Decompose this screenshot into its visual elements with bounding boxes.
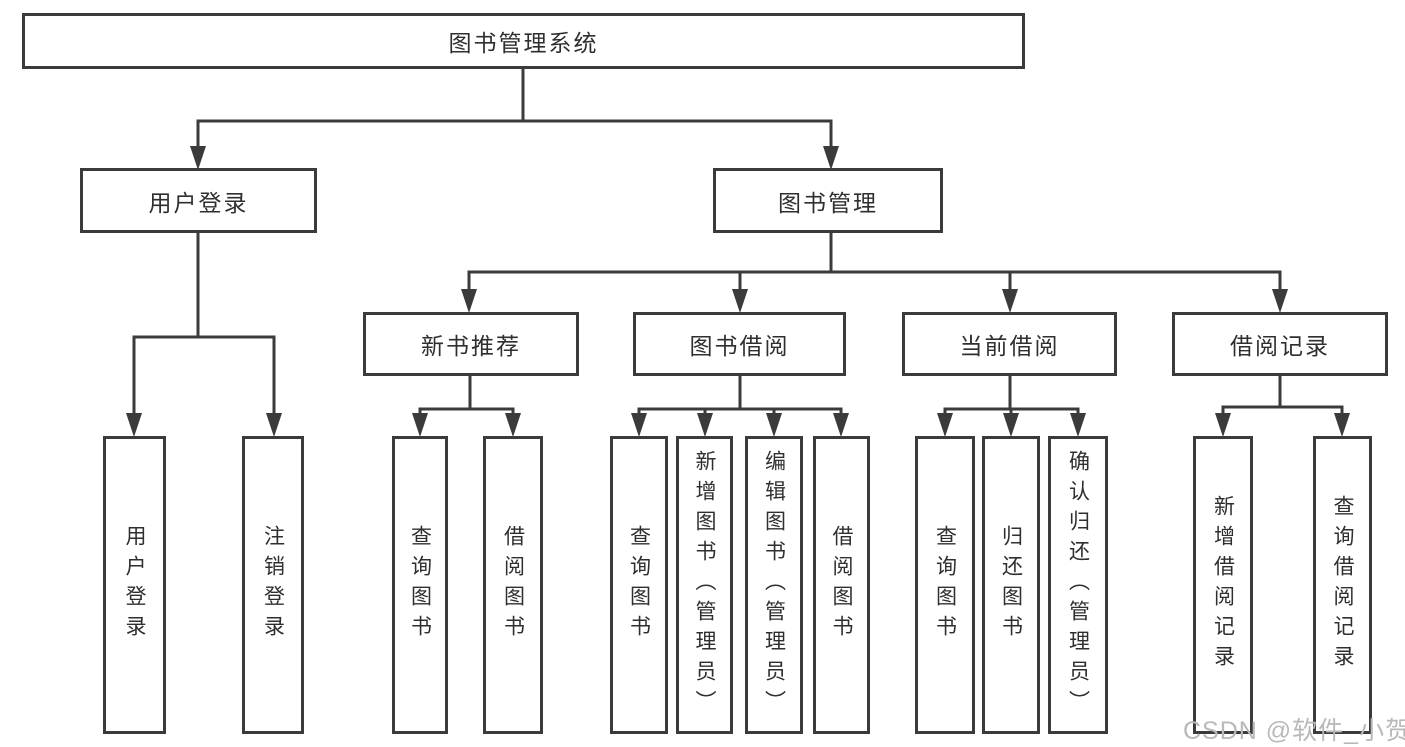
leaf-borrowing-borrow-books: 借阅图书 — [813, 436, 870, 734]
node-user-login: 用户登录 — [80, 168, 317, 233]
node-borrow-records: 借阅记录 — [1172, 312, 1388, 376]
node-current-borrowing: 当前借阅 — [902, 312, 1117, 376]
node-current-borrowing-label: 当前借阅 — [959, 333, 1060, 359]
node-library-system: 图书管理系统 — [22, 13, 1025, 69]
leaf-recommend-borrow-books: 借阅图书 — [483, 436, 543, 734]
arrowheads — [126, 146, 1350, 437]
node-library-system-label: 图书管理系统 — [448, 30, 599, 56]
leaf-borrowing-edit-books-admin-label: 编辑图书（管理员） — [762, 450, 786, 720]
leaf-logout-login: 注销登录 — [242, 436, 304, 734]
leaf-borrowing-query-books: 查询图书 — [610, 436, 668, 734]
node-borrow-records-label: 借阅记录 — [1230, 333, 1330, 359]
leaf-records-add-borrow-record-label: 新增借阅记录 — [1211, 495, 1235, 675]
node-book-borrowing: 图书借阅 — [633, 312, 846, 376]
leaf-borrowing-borrow-books-label: 借阅图书 — [830, 525, 853, 645]
connector-paths — [132, 67, 1344, 418]
leaf-current-query-books-label: 查询图书 — [933, 525, 957, 645]
leaf-current-confirm-return-admin: 确认归还（管理员） — [1048, 436, 1108, 734]
leaf-logout-login-label: 注销登录 — [261, 525, 285, 645]
leaf-borrowing-edit-books-admin: 编辑图书（管理员） — [745, 436, 803, 734]
leaf-records-query-borrow-record-label: 查询借阅记录 — [1331, 495, 1354, 675]
leaf-borrowing-query-books-label: 查询图书 — [627, 525, 651, 645]
leaf-current-query-books: 查询图书 — [915, 436, 975, 734]
leaf-current-confirm-return-admin-label: 确认归还（管理员） — [1066, 450, 1090, 720]
node-user-login-label: 用户登录 — [148, 189, 249, 216]
leaf-current-return-books: 归还图书 — [982, 436, 1040, 734]
watermark: CSDN @软件_小贺同学 — [1183, 717, 1405, 745]
leaf-current-return-books-label: 归还图书 — [999, 525, 1023, 645]
node-new-book-recommend: 新书推荐 — [363, 312, 579, 376]
node-book-management-label: 图书管理 — [778, 189, 878, 216]
leaf-user-login: 用户登录 — [103, 436, 166, 734]
leaf-borrowing-add-books-admin-label: 新增图书（管理员） — [693, 450, 716, 720]
leaf-user-login-label: 用户登录 — [123, 525, 146, 645]
leaf-records-add-borrow-record: 新增借阅记录 — [1193, 436, 1253, 734]
leaf-borrowing-add-books-admin: 新增图书（管理员） — [676, 436, 733, 734]
node-book-management: 图书管理 — [713, 168, 943, 233]
leaf-records-query-borrow-record: 查询借阅记录 — [1313, 436, 1372, 734]
node-book-borrowing-label: 图书借阅 — [689, 333, 790, 359]
leaf-recommend-query-books: 查询图书 — [392, 436, 448, 734]
node-new-book-recommend-label: 新书推荐 — [421, 333, 521, 359]
leaf-recommend-query-books-label: 查询图书 — [408, 525, 432, 645]
leaf-recommend-borrow-books-label: 借阅图书 — [501, 525, 525, 645]
